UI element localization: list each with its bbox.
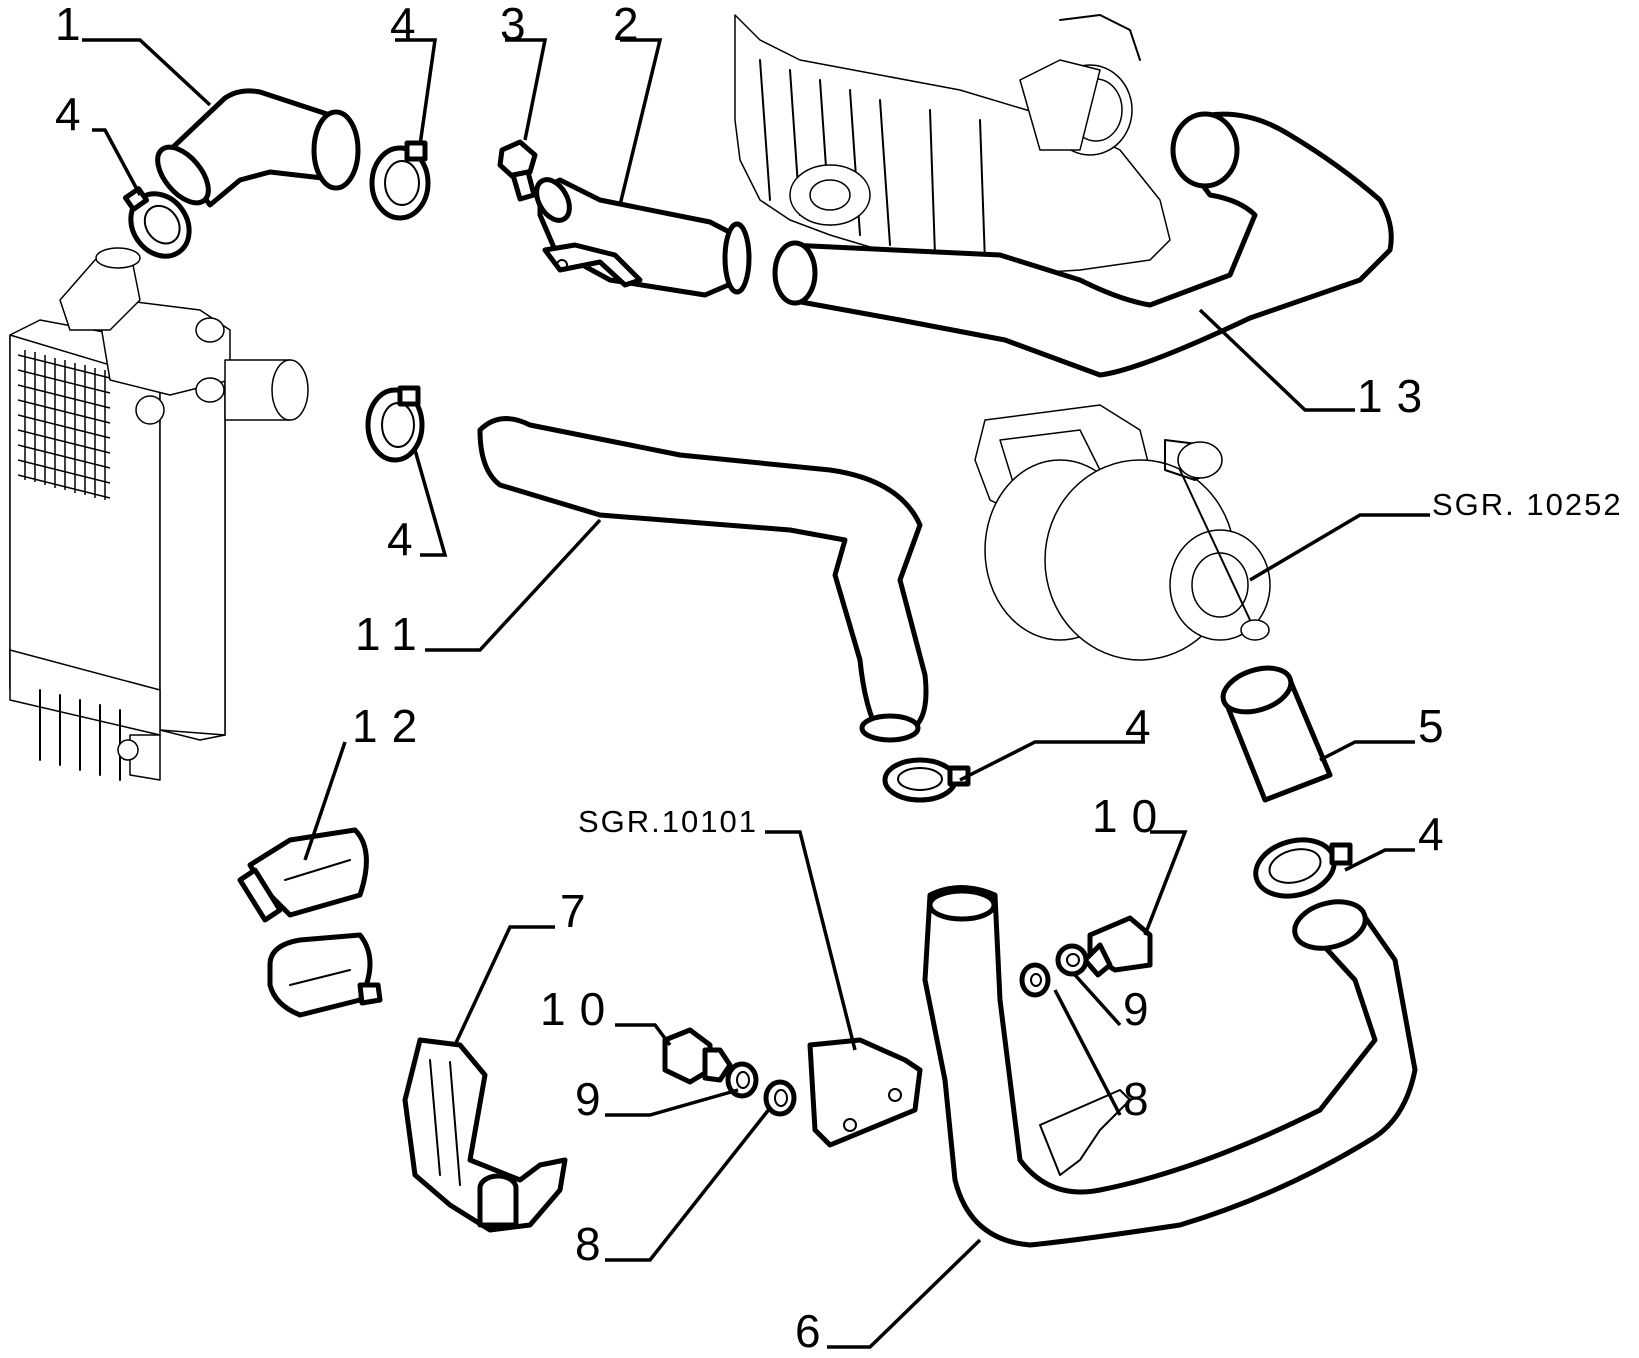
intercooler-outline <box>9 247 309 781</box>
callout-13: 13 <box>1357 370 1436 422</box>
engine-block-outline <box>734 14 1171 276</box>
callout-9-lower: 9 <box>575 1073 615 1125</box>
reference-sgr-10101: SGR.10101 <box>578 804 758 839</box>
bracket-plate <box>807 1037 923 1148</box>
washer-9-lower <box>725 1061 759 1099</box>
callout-9-upper: 9 <box>1123 983 1163 1035</box>
leader-lines <box>82 38 1430 1349</box>
hose-6 <box>922 885 1418 1248</box>
callout-7: 7 <box>560 885 600 937</box>
bracket-7 <box>402 1037 568 1233</box>
callout-5: 5 <box>1418 700 1458 752</box>
callout-8-lower: 8 <box>575 1218 615 1270</box>
clamp-4-lower-right <box>1253 837 1353 899</box>
bolt-3 <box>497 139 538 202</box>
clip-12 <box>237 827 383 1018</box>
clamp-4-middle <box>365 385 425 463</box>
callout-11: 11 <box>355 608 431 660</box>
washer-9-upper <box>1055 943 1089 977</box>
turbocharger-outline <box>974 404 1271 661</box>
bolt-10-lower <box>662 1027 733 1085</box>
callout-6: 6 <box>795 1305 835 1357</box>
callout-4-top: 4 <box>390 0 430 50</box>
callout-10-lower: 10 <box>540 983 619 1035</box>
callout-1: 1 <box>55 0 95 50</box>
hose-2 <box>534 177 752 298</box>
callout-3: 3 <box>500 0 540 50</box>
clamp-4-lower-center <box>882 757 971 803</box>
callout-2: 2 <box>613 0 653 50</box>
hose-11 <box>477 416 929 743</box>
hose-1-elbow <box>155 88 361 208</box>
washer-8-lower <box>763 1079 797 1117</box>
hose-13 <box>772 111 1394 378</box>
callout-4-middle: 4 <box>387 513 427 565</box>
callout-10-upper: 10 <box>1092 790 1171 842</box>
callout-4-center: 4 <box>1125 700 1165 752</box>
clamp-4-upper-left <box>122 186 192 259</box>
callout-8-upper: 8 <box>1123 1073 1163 1125</box>
callout-4-right: 4 <box>1418 808 1458 860</box>
reference-sgr-10252: SGR. 10252 <box>1432 487 1623 522</box>
callout-12: 12 <box>352 700 431 752</box>
callout-4-left: 4 <box>55 88 95 140</box>
sleeve-5 <box>1220 665 1333 803</box>
clamp-4-upper-mid <box>369 140 431 221</box>
bolt-10-upper <box>1082 915 1153 978</box>
washer-8-upper <box>1019 962 1051 998</box>
